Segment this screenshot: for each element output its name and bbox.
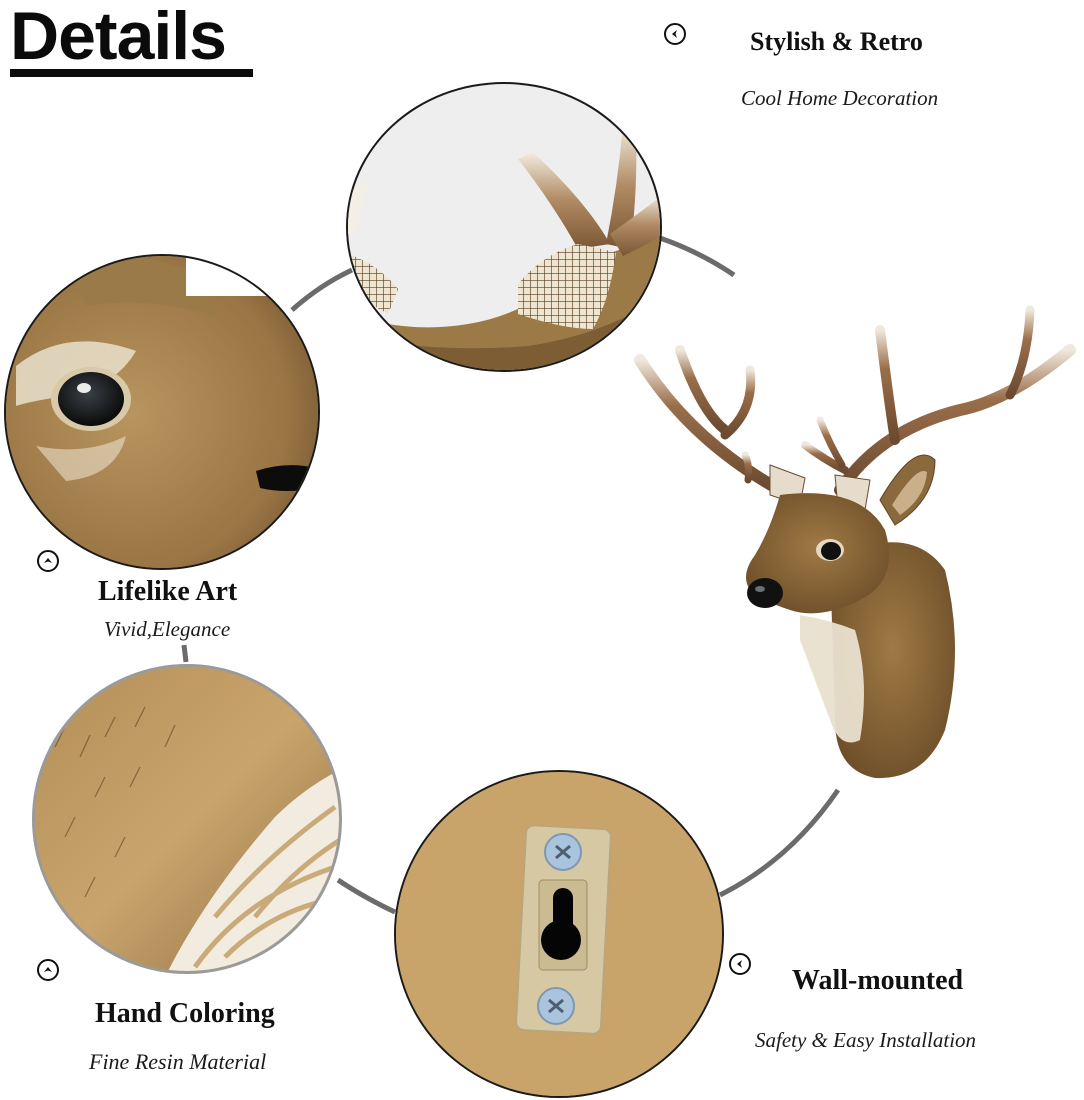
fur-texture-closeup-image (32, 664, 342, 974)
ring-arc-top-right (659, 235, 736, 278)
antler-illustration (348, 124, 660, 370)
chevron-left-circle-icon (664, 23, 686, 45)
feature-subtitle-wall: Safety & Easy Installation (755, 1028, 977, 1052)
page-title: Details (10, 0, 227, 74)
deer-head-product-image (630, 300, 1084, 780)
feature-title-coloring: Hand Coloring (95, 998, 275, 1029)
feature-title-stylish: Stylish & Retro (750, 27, 923, 56)
fur-texture-illustration (35, 667, 339, 971)
chevron-left-circle-icon (729, 953, 751, 975)
ring-arc-bottom-right (718, 788, 841, 898)
ring-arc-top-left (290, 267, 354, 312)
ring-arc-left (181, 644, 189, 663)
feature-subtitle-stylish: Cool Home Decoration (741, 86, 939, 110)
chevron-up-circle-icon (37, 550, 59, 572)
feature-title-wall: Wall-mounted (792, 965, 964, 996)
feature-subtitle-coloring: Fine Resin Material (89, 1049, 267, 1074)
title-underline (10, 69, 253, 77)
feature-subtitle-lifelike: Vivid,Elegance (104, 617, 231, 641)
keyhole-hanger-closeup-image (394, 770, 724, 1098)
ring-arc-bottom-left (336, 877, 397, 915)
keyhole-hanger-illustration (396, 772, 722, 1096)
deer-eye-illustration (6, 256, 318, 568)
deer-head-illustration (634, 305, 1076, 779)
feature-title-lifelike: Lifelike Art (98, 576, 238, 607)
antler-closeup-image (346, 82, 662, 372)
chevron-up-circle-icon (37, 959, 59, 981)
deer-eye-closeup-image (4, 254, 320, 570)
